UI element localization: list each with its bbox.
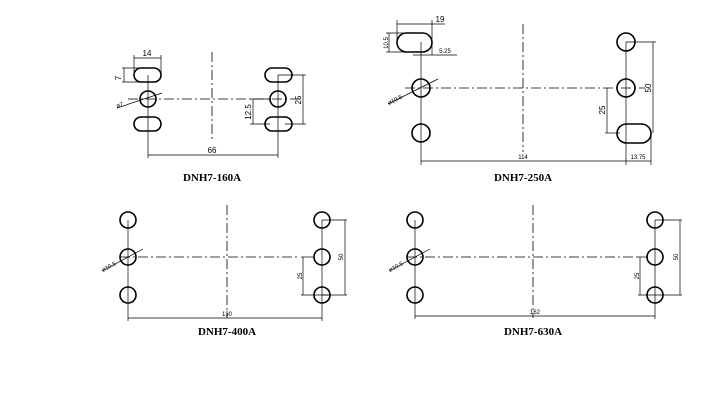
- diagram-title: DNH7-160A: [183, 172, 241, 184]
- dim-span: 66: [208, 146, 217, 155]
- dim-spacing: 50: [339, 253, 345, 260]
- dim-hole-diameter: ø7: [116, 102, 125, 110]
- diagram-title: DNH7-400A: [198, 326, 256, 338]
- dim-spacing: 25: [294, 95, 303, 104]
- dim-slot-height: 10.5: [384, 37, 390, 49]
- dim-slot-height: 7: [114, 75, 123, 80]
- dim-half-spacing: 25: [298, 272, 304, 279]
- dim-hole-diameter: ø10.5: [388, 261, 405, 274]
- diagram-dnh7-630a: ø10.5 25 50 162 DNH7-630A: [388, 205, 682, 338]
- dim-slot-extra: 13.75: [630, 155, 646, 161]
- dim-half-spacing: 12.5: [244, 104, 253, 120]
- dim-half-spacing: 25: [598, 105, 607, 114]
- slot-hole: [616, 123, 652, 144]
- diagram-title: DNH7-250A: [494, 172, 552, 184]
- diagram-dnh7-400a: ø10.5 25 50 130 DNH7-400A: [101, 205, 347, 338]
- dim-spacing: 50: [674, 253, 680, 260]
- dim-slot-width: 19: [436, 15, 445, 24]
- diagram-title: DNH7-630A: [504, 326, 562, 338]
- dim-half-spacing: 25: [635, 272, 641, 279]
- slot-hole: [133, 116, 162, 132]
- slot-hole: [133, 67, 162, 83]
- dim-spacing: 50: [644, 83, 653, 92]
- dim-offset: 5.25: [439, 49, 451, 55]
- dim-span: 162: [530, 310, 541, 316]
- dim-span: 114: [518, 155, 528, 161]
- dim-hole-diameter: ø10.5: [387, 94, 404, 106]
- diagram-dnh7-250a: 19 10.5 5.25 ø10.5 25 50 114 13.75 DNH7-…: [384, 15, 656, 184]
- dim-slot-width: 14: [143, 49, 152, 58]
- dim-span: 130: [222, 312, 233, 318]
- diagram-dnh7-160a: 14 7 ø7 12.5 25 66 DNH7-160A: [114, 49, 306, 184]
- slot-hole: [396, 32, 433, 53]
- dim-hole-diameter: ø10.5: [101, 261, 118, 274]
